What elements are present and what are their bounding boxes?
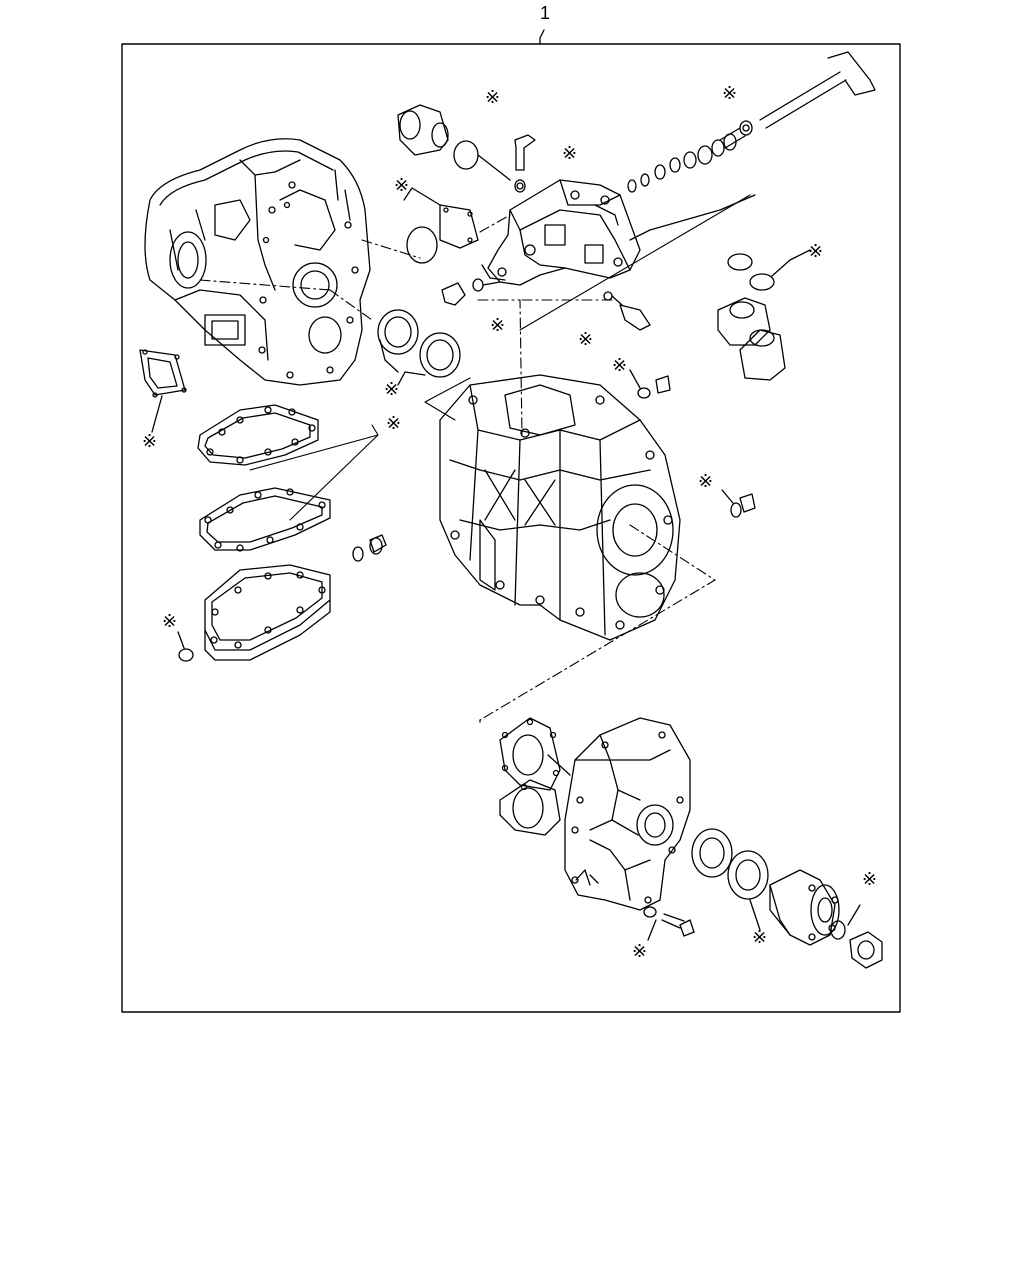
marker-sensor-left: ※ (490, 315, 506, 335)
assembly-lines (199, 214, 716, 721)
shift-cover-assembly (481, 179, 641, 286)
marker-gaskets: ※ (386, 413, 402, 433)
shift-sleeves (629, 194, 811, 381)
rear-gaskets (499, 717, 571, 836)
item-number-leader (539, 29, 545, 45)
detent-pin (514, 134, 536, 193)
case-plug-right (721, 489, 756, 518)
small-gasket (139, 349, 187, 433)
cover-gasket-oval (403, 187, 479, 264)
spacer-frame (204, 564, 331, 661)
marker-front-seals: ※ (384, 379, 400, 399)
rear-plug (643, 906, 695, 941)
o-ring-lower-left (177, 631, 194, 662)
marker-oring-lower-left: ※ (162, 611, 178, 631)
marker-small-gasket: ※ (142, 431, 158, 451)
marker-case-plug-right: ※ (698, 471, 714, 491)
marker-case-plug-upper: ※ (612, 355, 628, 375)
item-number-callout: 1 (540, 3, 551, 23)
rear-cover (564, 717, 691, 911)
drain-plug-left (352, 534, 387, 562)
marker-cover-gasket: ※ (394, 175, 410, 195)
rear-oil-seals (691, 828, 769, 931)
oil-seals-front (377, 309, 461, 386)
marker-rear-plug: ※ (632, 941, 648, 961)
marker-flange-oring: ※ (862, 869, 878, 889)
clutch-housing (144, 138, 371, 386)
marker-pin-seal: ※ (562, 143, 578, 163)
switch-sensor-right (603, 291, 651, 331)
switch-sensor-left (441, 278, 501, 306)
marker-oring-sensor: ※ (485, 87, 501, 107)
marker-rear-seal: ※ (752, 927, 768, 947)
flange-nut (849, 931, 883, 969)
shift-shaft (627, 51, 876, 193)
gasket-lower (199, 487, 331, 552)
marker-shaft-oring: ※ (722, 83, 738, 103)
gasket-upper (197, 404, 319, 466)
switch-sensor-upper (397, 104, 511, 181)
marker-sensor-right: ※ (578, 329, 594, 349)
case-plug-upper (629, 369, 671, 399)
marker-sleeve-orings: ※ (808, 241, 824, 261)
transmission-case (439, 374, 681, 641)
diagram-frame (121, 43, 901, 1013)
companion-flange (769, 869, 861, 946)
